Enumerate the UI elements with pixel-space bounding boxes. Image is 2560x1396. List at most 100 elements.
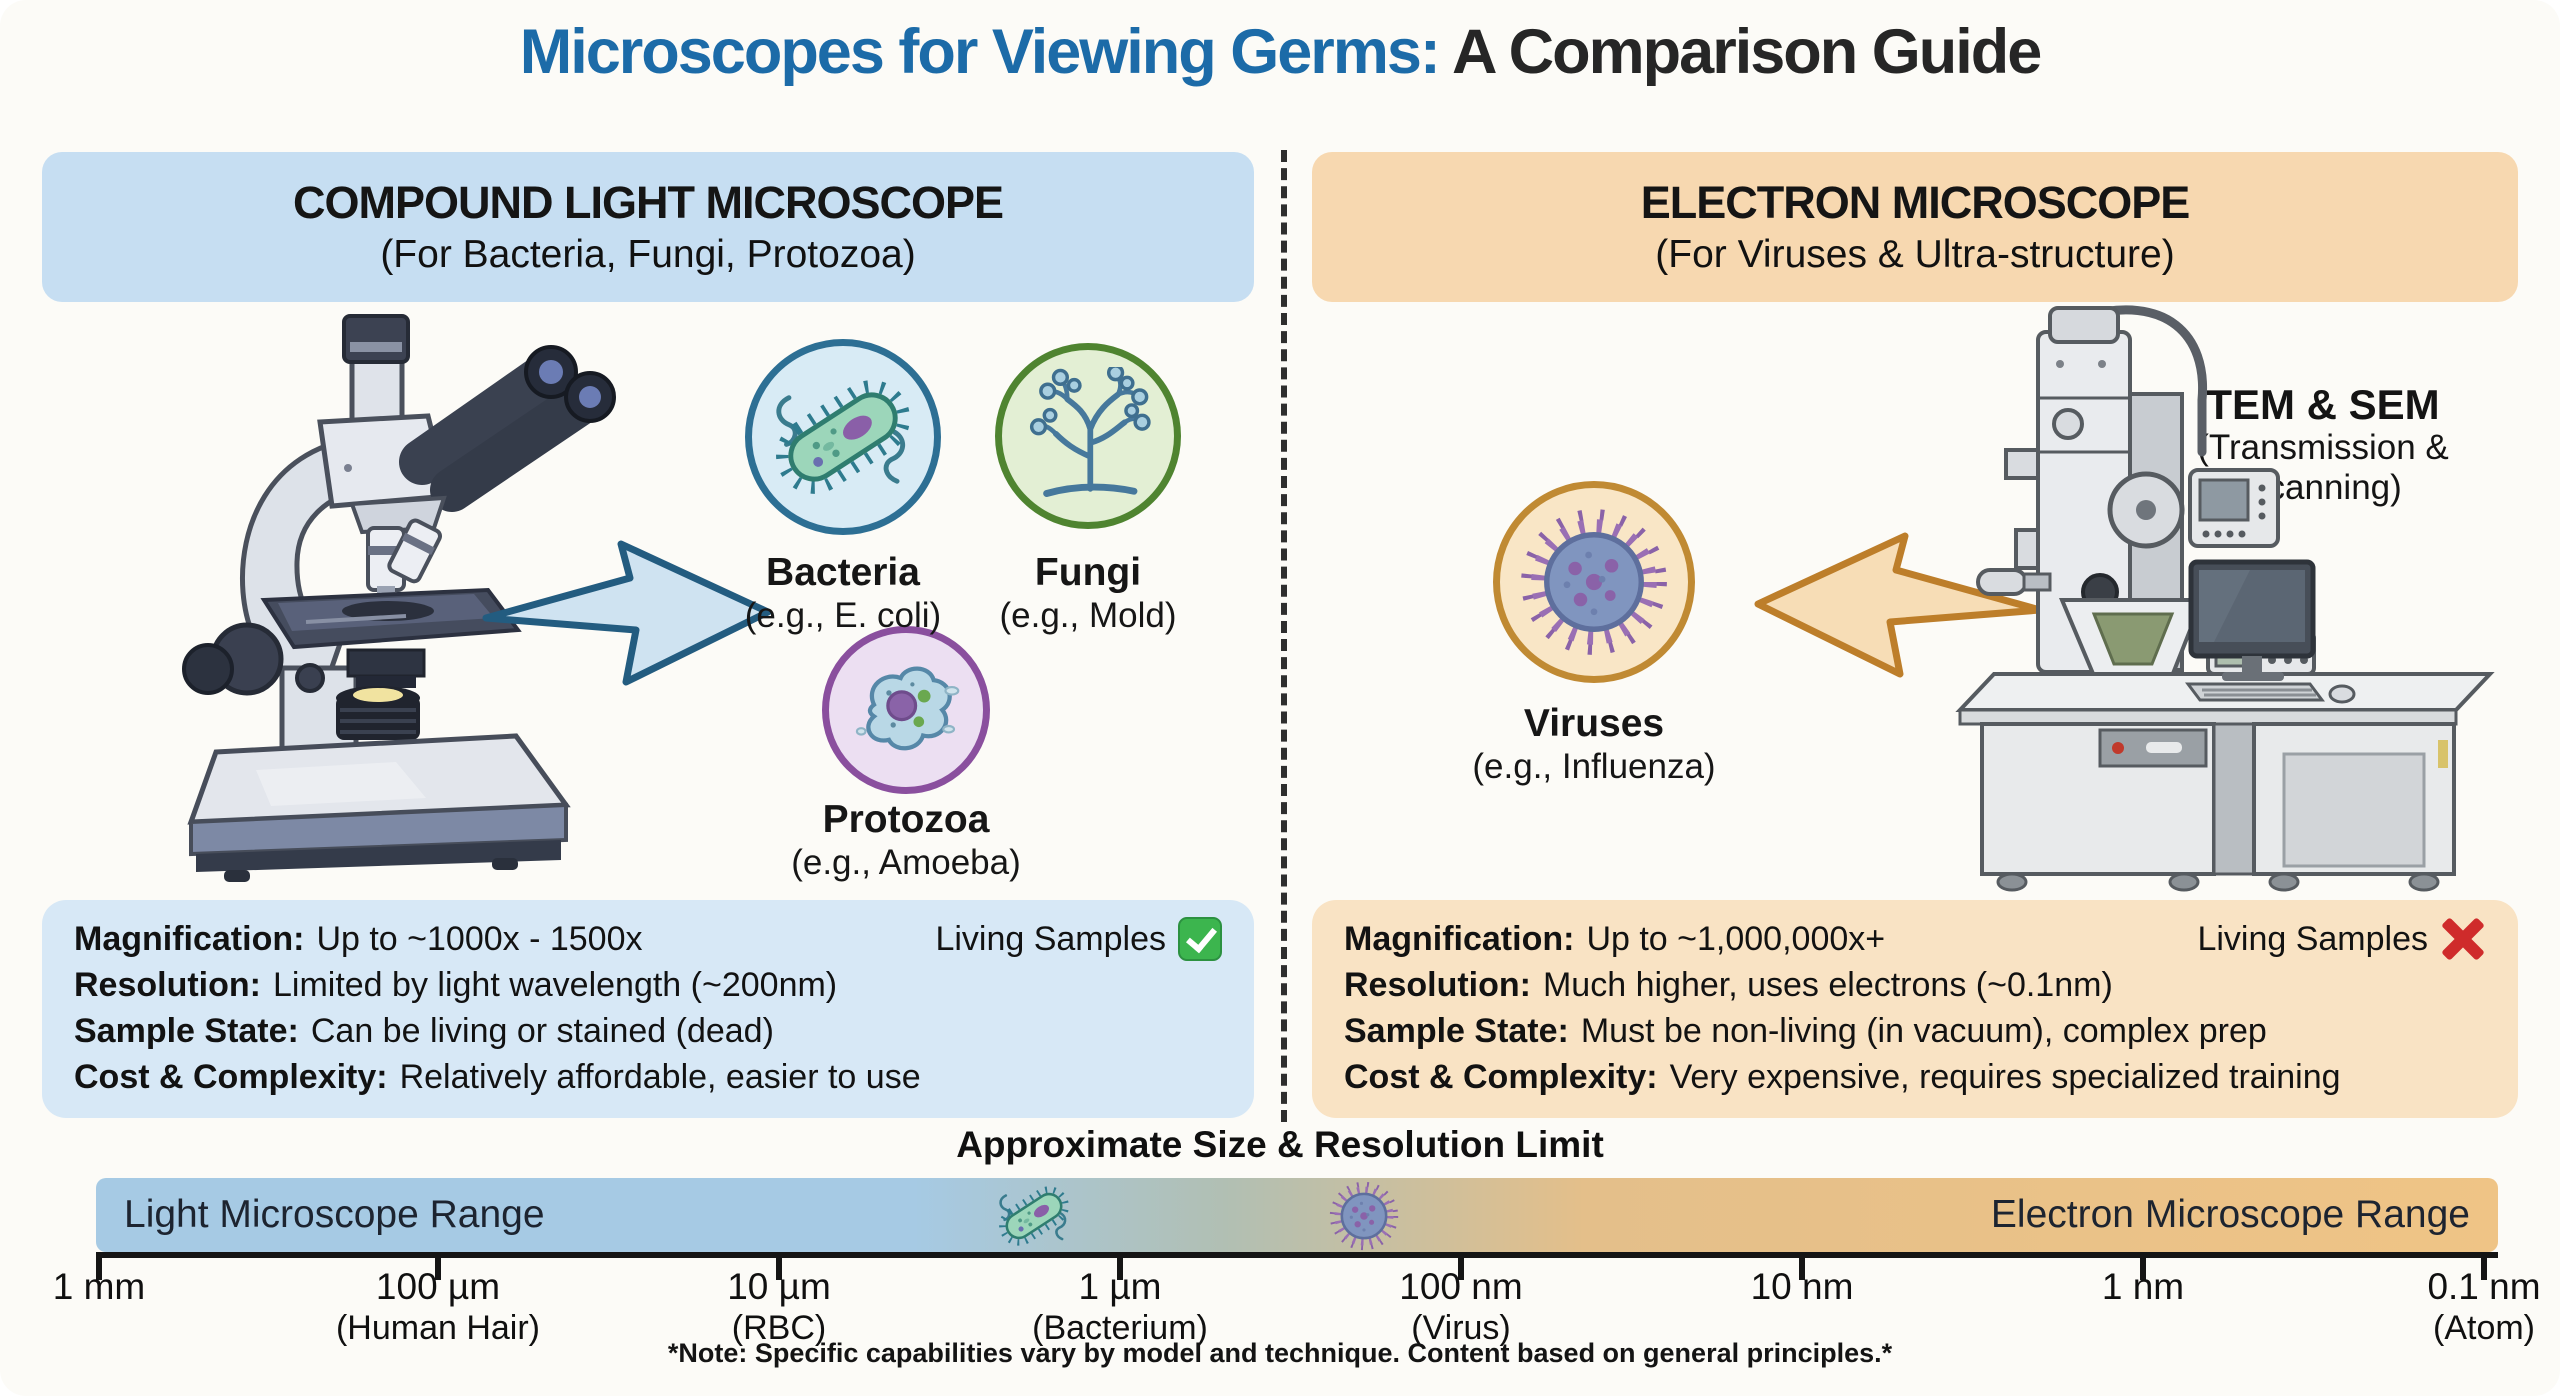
scale-tick-label: 10 µm (RBC)	[619, 1266, 939, 1348]
spec-label: Resolution:	[74, 966, 261, 1004]
tick-value: 10 nm	[1750, 1266, 1854, 1307]
organism-example: (e.g., Influenza)	[1472, 747, 1716, 786]
spec-label: Cost & Complexity:	[74, 1058, 388, 1096]
check-icon	[1178, 917, 1222, 961]
spec-row: Sample State: Must be non-living (in vac…	[1344, 1008, 2486, 1054]
scale-tick-label: 1 nm	[1983, 1266, 2303, 1308]
organism-name: Bacteria	[766, 551, 920, 594]
spec-row: Magnification: Up to ~1,000,000x+ Living…	[1344, 916, 2486, 962]
spec-value: Much higher, uses electrons (~0.1nm)	[1542, 966, 2113, 1004]
tick-sublabel: (Bacterium)	[1032, 1309, 1208, 1347]
scale-tick	[776, 1252, 782, 1280]
tick-value: 1 nm	[2101, 1266, 2185, 1307]
scale-tick	[435, 1252, 441, 1280]
tick-value: 100 µm	[375, 1266, 501, 1307]
footnote: *Note: Specific capabilities vary by mod…	[667, 1338, 1893, 1368]
tick-sublabel: (RBC)	[731, 1309, 827, 1347]
light-specs-box: Magnification: Up to ~1000x - 1500x Livi…	[42, 900, 1254, 1118]
scale-tick	[96, 1252, 102, 1280]
electron-panel-title: ELECTRON MICROSCOPE	[1640, 177, 2191, 228]
scale-title: Approximate Size & Resolution Limit	[956, 1124, 1604, 1165]
spec-row: Cost & Complexity: Very expensive, requi…	[1344, 1054, 2486, 1100]
spec-label: Resolution:	[1344, 966, 1531, 1004]
spec-value: Relatively affordable, easier to use	[399, 1058, 921, 1096]
protozoa-label: Protozoa (e.g., Amoeba)	[756, 798, 1056, 884]
living-samples: Living Samples	[935, 916, 1222, 962]
spec-label: Magnification:	[74, 920, 305, 958]
bacterium-icon	[757, 375, 929, 499]
scale-tick-label: 100 nm (Virus)	[1301, 1266, 1621, 1348]
tick-sublabel: (Atom)	[2433, 1309, 2535, 1347]
tick-sublabel: (Human Hair)	[335, 1309, 541, 1347]
bacteria-circle	[745, 339, 941, 535]
tem-sem-title: TEM & SEM	[2206, 381, 2440, 428]
virus-icon	[1513, 501, 1675, 663]
protozoa-circle	[822, 626, 990, 794]
spec-row: Resolution: Limited by light wavelength …	[74, 962, 1222, 1008]
organism-name: Viruses	[1523, 702, 1665, 745]
fungi-label: Fungi (e.g., Mold)	[938, 551, 1238, 637]
tick-value: 1 µm	[1078, 1266, 1162, 1307]
light-panel-header: COMPOUND LIGHT MICROSCOPE (For Bacteria,…	[42, 152, 1254, 302]
bar-virus-icon	[1326, 1178, 1402, 1254]
bar-bacterium-icon	[988, 1184, 1080, 1248]
light-panel-title: COMPOUND LIGHT MICROSCOPE	[292, 177, 1004, 228]
scale-tick	[2481, 1252, 2487, 1280]
title-part-blue: Microscopes for Viewing Germs:	[519, 17, 1441, 87]
scale-tick-label: 1 µm (Bacterium)	[960, 1266, 1280, 1348]
organism-example: (e.g., Mold)	[999, 596, 1177, 635]
scale-tick	[1799, 1252, 1805, 1280]
light-panel-subtitle: (For Bacteria, Fungi, Protozoa)	[380, 233, 916, 276]
living-samples-label: Living Samples	[935, 920, 1166, 958]
living-samples: Living Samples	[2197, 916, 2486, 962]
electron-range-label: Electron Microscope Range	[1990, 1193, 2470, 1236]
living-samples-label: Living Samples	[2197, 920, 2428, 958]
electron-panel-header: ELECTRON MICROSCOPE (For Viruses & Ultra…	[1312, 152, 2518, 302]
light-range-label: Light Microscope Range	[124, 1193, 545, 1236]
spec-label: Cost & Complexity:	[1344, 1058, 1658, 1096]
scale-axis	[96, 1252, 2498, 1258]
scale-tick	[1458, 1252, 1464, 1280]
tick-value: 1 mm	[52, 1266, 146, 1307]
scale-tick-label: 10 nm	[1642, 1266, 1962, 1308]
page-title: Microscopes for Viewing Germs: A Compari…	[0, 16, 2560, 88]
fungi-icon	[1019, 367, 1157, 505]
spec-label: Sample State:	[1344, 1012, 1569, 1050]
scale-tick	[1117, 1252, 1123, 1280]
organism-example: (e.g., E. coli)	[744, 596, 942, 635]
panel-divider	[1281, 150, 1287, 1122]
scale-tick	[2140, 1252, 2146, 1280]
spec-value: Very expensive, requires specialized tra…	[1669, 1058, 2341, 1096]
spec-row: Magnification: Up to ~1000x - 1500x Livi…	[74, 916, 1222, 962]
electron-specs-box: Magnification: Up to ~1,000,000x+ Living…	[1312, 900, 2518, 1118]
scale-tick-label: 100 µm (Human Hair)	[278, 1266, 598, 1348]
electron-microscope-illustration	[1955, 305, 2495, 892]
spec-label: Sample State:	[74, 1012, 299, 1050]
viruses-label: Viruses (e.g., Influenza)	[1444, 702, 1744, 788]
amoeba-icon	[842, 646, 970, 774]
organism-name: Fungi	[1034, 551, 1142, 594]
tick-value: 100 nm	[1399, 1266, 1523, 1307]
spec-row: Cost & Complexity: Relatively affordable…	[74, 1054, 1222, 1100]
tick-sublabel: (Virus)	[1411, 1309, 1511, 1347]
spec-value: Up to ~1,000,000x+	[1586, 920, 1886, 958]
organism-name: Protozoa	[822, 798, 990, 841]
spec-value: Up to ~1000x - 1500x	[316, 920, 643, 958]
tick-value: 10 µm	[727, 1266, 831, 1307]
spec-label: Magnification:	[1344, 920, 1575, 958]
fungi-circle	[995, 343, 1181, 529]
bacteria-label: Bacteria (e.g., E. coli)	[693, 551, 993, 637]
tick-value: 0.1 nm	[2427, 1266, 2541, 1307]
scale-tick-label: 0.1 nm (Atom)	[2324, 1266, 2560, 1348]
spec-value: Can be living or stained (dead)	[310, 1012, 774, 1050]
electron-arrow-icon	[1754, 532, 2044, 678]
scale-tick-label: 1 mm	[0, 1266, 259, 1308]
cross-icon	[2440, 916, 2486, 962]
light-arrow-icon	[482, 540, 772, 686]
viruses-circle	[1493, 481, 1695, 683]
title-part-dark: A Comparison Guide	[1438, 17, 2042, 87]
electron-panel-subtitle: (For Viruses & Ultra-structure)	[1655, 233, 2175, 276]
size-scale-bar: Light Microscope Range Electron Microsco…	[96, 1178, 2498, 1252]
spec-value: Limited by light wavelength (~200nm)	[272, 966, 838, 1004]
